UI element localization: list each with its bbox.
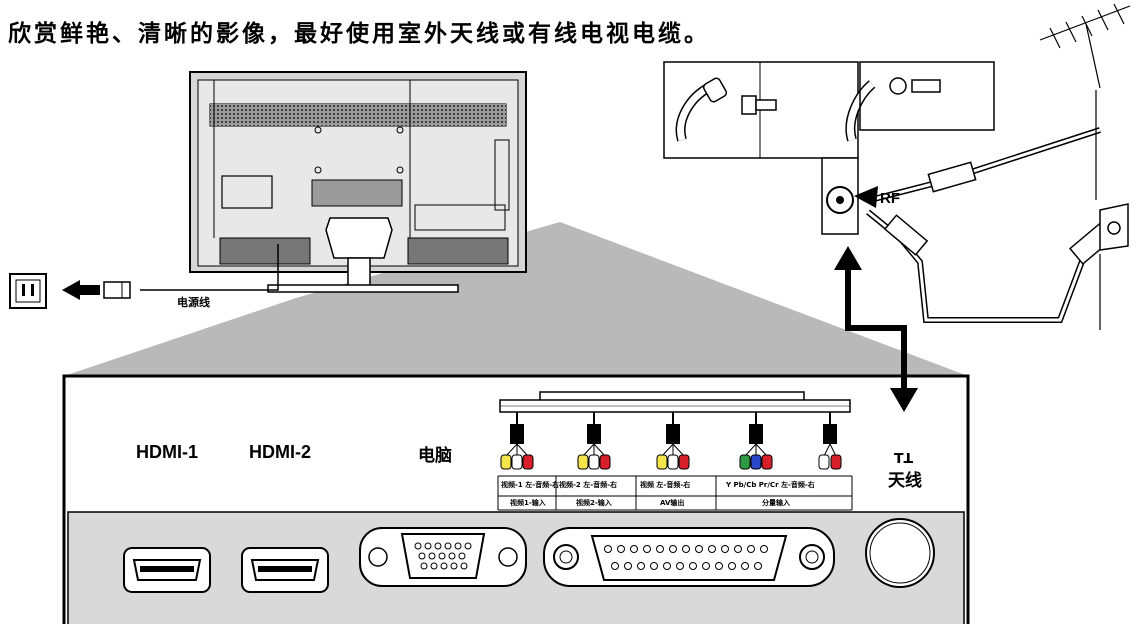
hdmi-1-label: HDMI-1 bbox=[136, 442, 198, 462]
enlarged-jack-panel bbox=[62, 374, 970, 624]
av-multi-pin-port bbox=[543, 527, 835, 587]
outdoor-antenna-icon bbox=[1039, 3, 1131, 89]
av-group-1-bottom: 视频1-输入 bbox=[510, 499, 546, 507]
antenna-symbol-icon: ꓔꓕ bbox=[894, 451, 914, 467]
pc-port-label: 电脑 bbox=[418, 446, 452, 466]
av-group-3-bottom: AV输出 bbox=[660, 499, 685, 507]
vga-port bbox=[359, 527, 527, 587]
rf-connection-inset bbox=[663, 61, 1129, 330]
hdmi-2-port bbox=[241, 547, 329, 593]
av-group-3-top: 视频 左-音频-右 bbox=[640, 481, 691, 489]
av-group-4-top: Y Pb/Cb Pr/Cr 左-音频-右 bbox=[726, 481, 815, 489]
av-group-4-bottom: 分量输入 bbox=[762, 499, 790, 507]
power-cord-label: 电源线 bbox=[177, 296, 210, 309]
instruction-title: 欣赏鲜艳、清晰的影像，最好使用室外天线或有线电视电缆。 bbox=[8, 21, 710, 47]
tv-rear-view bbox=[189, 71, 527, 293]
av-group-1-top: 视频-1 左-音频-右 bbox=[501, 481, 560, 489]
av-breakout-cable bbox=[497, 391, 853, 511]
hdmi-2-label: HDMI-2 bbox=[249, 442, 311, 462]
hdmi-1-port bbox=[123, 547, 211, 593]
rf-label: RF bbox=[880, 190, 900, 207]
antenna-label-text: 天线 bbox=[888, 471, 922, 491]
power-cord bbox=[9, 244, 279, 309]
av-group-2-top: 视频-2 左-音频-右 bbox=[559, 481, 618, 489]
connection-double-arrow bbox=[834, 246, 918, 412]
zoom-projection-shadow bbox=[64, 222, 968, 376]
antenna-label: ꓔꓕ 天线 bbox=[888, 452, 922, 491]
antenna-input-jack bbox=[865, 518, 935, 588]
av-group-2-bottom: 视频2-输入 bbox=[576, 499, 612, 507]
